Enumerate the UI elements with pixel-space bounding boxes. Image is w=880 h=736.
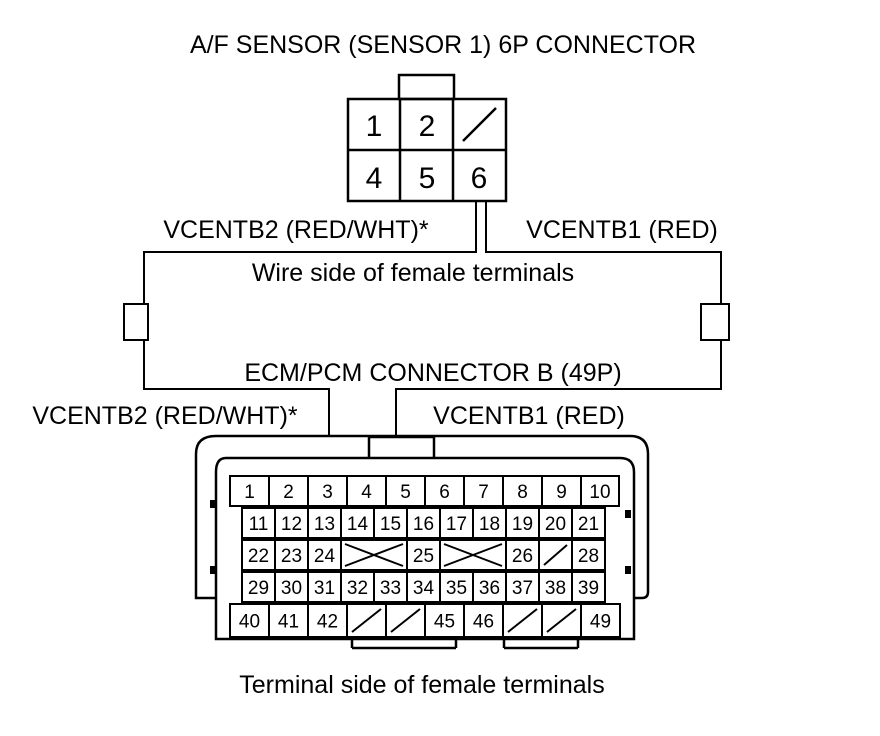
- ecm-pin-26: 26: [512, 546, 533, 567]
- ecm-pin-17: 17: [446, 514, 467, 535]
- ecm-cell: [268, 475, 309, 507]
- sensor-pin-5: 5: [419, 162, 436, 195]
- ecm-pin-21: 21: [578, 514, 599, 535]
- ecm-pin-29: 29: [248, 578, 269, 599]
- ecm-pin-34: 34: [413, 578, 435, 599]
- wire-vcentb2: [143, 201, 477, 304]
- inline-connector-left: [123, 303, 149, 341]
- ecm-cell: [472, 507, 507, 539]
- empty-cavity-slash: [462, 107, 497, 142]
- ecm-pin-18: 18: [479, 514, 500, 535]
- ecm-pin-4: 4: [361, 482, 372, 503]
- terminal-side-label: Terminal side of female terminals: [239, 671, 604, 699]
- ecm-pin-11: 11: [249, 514, 269, 535]
- sensor-pin-2: 2: [419, 110, 436, 143]
- ecm-pin-7: 7: [478, 482, 489, 503]
- ecm-cell: [463, 603, 504, 638]
- inline-connector-right: [700, 303, 730, 341]
- ecm-cell: [307, 603, 348, 638]
- ecm-cell: [346, 475, 387, 507]
- ecm-pin-41: 41: [278, 612, 299, 633]
- ecm-pin-9: 9: [556, 482, 567, 503]
- ecm-cell: [274, 539, 309, 571]
- empty-cavity-cross: [443, 543, 503, 567]
- ecm-pin-20: 20: [545, 514, 566, 535]
- sensor-connector-lock-tab: [397, 73, 456, 101]
- sensor-6p-connector: 1 2 4 5 6: [346, 73, 508, 203]
- ecm-pin-14: 14: [347, 514, 369, 535]
- ecm-cell: [406, 539, 441, 571]
- ecm-pin-12: 12: [281, 514, 302, 535]
- ecm-pin-6: 6: [439, 482, 450, 503]
- ecm-pin-8: 8: [517, 482, 528, 503]
- ecm-pin-13: 13: [314, 514, 335, 535]
- ecm-pin-24: 24: [314, 546, 336, 567]
- ecm-pin-45: 45: [434, 612, 455, 633]
- ecm-cell: [571, 507, 606, 539]
- ecm-pin-46: 46: [473, 612, 494, 633]
- ecm-pin-49: 49: [590, 612, 611, 633]
- ecm-pin-23: 23: [281, 546, 302, 567]
- wire-side-label: Wire side of female terminals: [252, 259, 574, 287]
- ecm-cell: [580, 603, 621, 638]
- ecm-pin-42: 42: [317, 612, 338, 633]
- ecm-pin-37: 37: [512, 578, 533, 599]
- ecm-cell: [505, 571, 540, 603]
- empty-cavity-slash: [390, 608, 421, 633]
- wire-label-vcentb2-top: VCENTB2 (RED/WHT)*: [163, 216, 429, 244]
- ecm-pin-1: 1: [244, 482, 255, 503]
- sensor-pin-1: 1: [366, 110, 383, 143]
- empty-cavity-slash: [543, 544, 568, 566]
- ecm-cell: [307, 507, 342, 539]
- ecm-pin-2: 2: [283, 482, 294, 503]
- ecm-cell: [505, 507, 540, 539]
- empty-cavity-slash: [507, 608, 538, 633]
- ecm-cell: [439, 571, 474, 603]
- ecm-pin-39: 39: [578, 578, 599, 599]
- sensor-connector-title: A/F SENSOR (SENSOR 1) 6P CONNECTOR: [190, 31, 696, 59]
- ecm-pin-36: 36: [479, 578, 500, 599]
- ecm-cell: [268, 603, 309, 638]
- wire-label-vcentb2-bottom: VCENTB2 (RED/WHT)*: [32, 402, 298, 430]
- ecm-pin-3: 3: [322, 482, 333, 503]
- wire-vcentb1: [485, 201, 722, 304]
- ecm-cell: [571, 539, 606, 571]
- ecm-pin-30: 30: [281, 578, 302, 599]
- ecm-pin-25: 25: [413, 546, 434, 567]
- ecm-pin-35: 35: [446, 578, 467, 599]
- ecm-cell: [571, 571, 606, 603]
- wire-label-vcentb1-bottom: VCENTB1 (RED): [433, 402, 625, 430]
- ecm-cell: [472, 571, 507, 603]
- ecm-pin-38: 38: [545, 578, 566, 599]
- ecm-pin-28: 28: [578, 546, 599, 567]
- sensor-pin-6: 6: [471, 162, 488, 195]
- empty-cavity-slash: [546, 608, 577, 633]
- ecm-pin-40: 40: [239, 612, 260, 633]
- ecm-cell: [373, 507, 408, 539]
- ecm-cell: [229, 603, 270, 638]
- ecm-pin-16: 16: [413, 514, 434, 535]
- ecm-cell: [538, 507, 573, 539]
- ecm-pin-5: 5: [400, 482, 411, 503]
- empty-cavity-slash: [351, 608, 382, 633]
- ecm-cell: [340, 571, 375, 603]
- ecm-pin-19: 19: [512, 514, 533, 535]
- empty-cavity-cross: [344, 543, 404, 567]
- ecm-pin-33: 33: [380, 578, 401, 599]
- ecm-pin-22: 22: [248, 546, 269, 567]
- sensor-pin-4: 4: [366, 162, 383, 195]
- wire-label-vcentb1-top: VCENTB1 (RED): [526, 216, 718, 244]
- ecm-pin-32: 32: [347, 578, 368, 599]
- ecm-pin-31: 31: [314, 578, 335, 599]
- ecm-connector-title: ECM/PCM CONNECTOR B (49P): [244, 359, 621, 387]
- ecm-cell: [580, 475, 620, 507]
- ecm-pin-10: 10: [589, 482, 610, 503]
- ecm-pin-15: 15: [380, 514, 401, 535]
